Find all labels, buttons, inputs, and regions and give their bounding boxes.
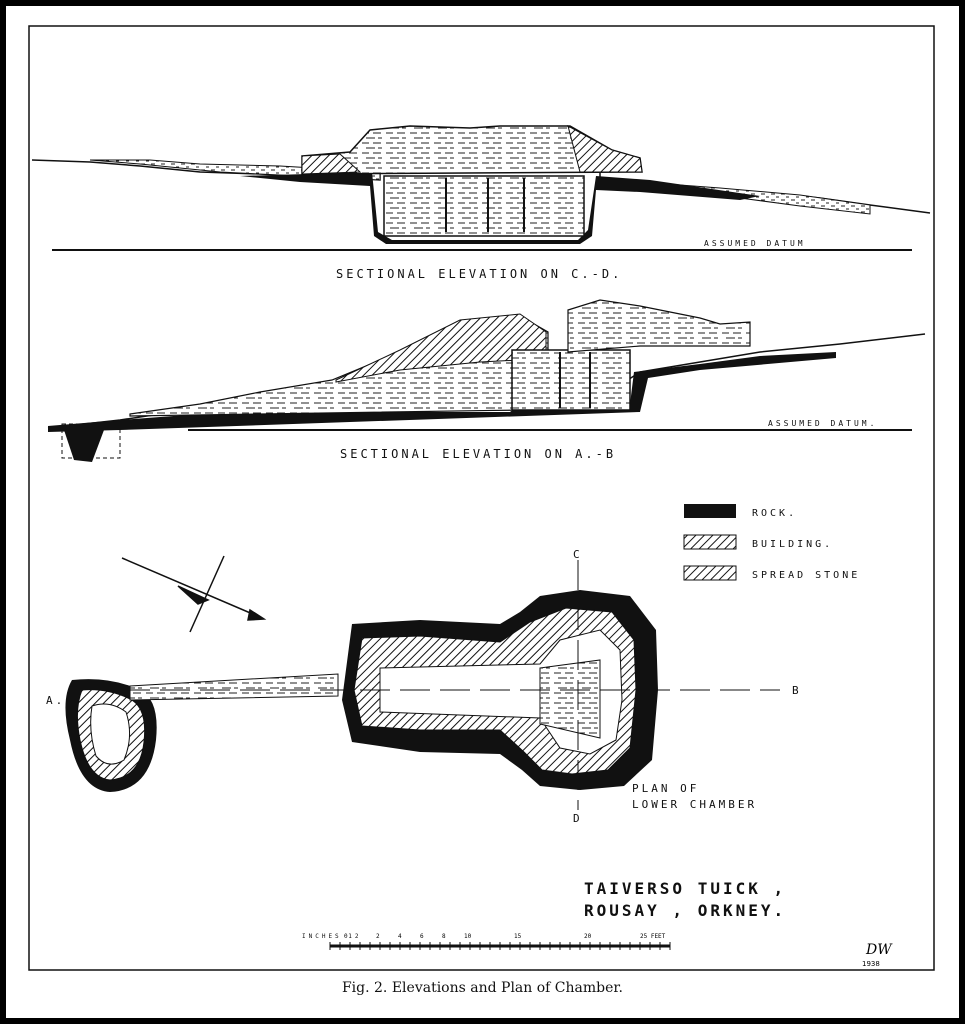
scale-label: 8 — [442, 933, 446, 940]
signature-initials: DW — [865, 942, 893, 958]
lower-chamber-walls-cd — [383, 175, 585, 237]
section-ab-title: SECTIONAL ELEVATION ON A.-B — [340, 447, 616, 461]
plan-title-line2: LOWER CHAMBER — [632, 798, 757, 811]
outer-pit-ab — [64, 430, 104, 462]
scale-ticks — [329, 942, 671, 950]
rock-cut-cd — [240, 172, 760, 244]
section-ab: ASSUMED DATUM. SECTIONAL ELEVATION ON A.… — [47, 299, 926, 462]
upper-cairn-ab — [567, 299, 751, 353]
marker-c: C — [573, 548, 583, 561]
legend-label-spread: SPREAD STONE — [752, 570, 860, 581]
marker-d: D — [573, 812, 583, 825]
scale-label: 2 — [376, 933, 380, 940]
legend-swatch-rock — [684, 504, 736, 518]
scale-label: 15 — [514, 933, 522, 940]
section-cd-title: SECTIONAL ELEVATION ON C.-D. — [336, 267, 622, 281]
marker-b: B — [792, 684, 802, 697]
plan-lower-chamber: A. B C D PLAN OF LOWER CHAMBER — [46, 548, 802, 825]
legend-label-rock: ROCK. — [752, 508, 797, 519]
section-cd: ASSUMED DATUM SECTIONAL ELEVATION ON C.-… — [31, 125, 931, 281]
scale-label: 4 — [398, 933, 402, 940]
figure-caption: Fig. 2. Elevations and Plan of Chamber. — [341, 980, 624, 996]
plan-title-line1: PLAN OF — [632, 782, 699, 795]
outer-cell-interior — [90, 703, 130, 765]
legend-swatch-building — [683, 534, 737, 550]
scale-label: 6 — [420, 933, 424, 940]
marker-a: A. — [46, 694, 65, 707]
scale-labels: 0 2 4 6 8 10 15 20 25 FEET — [344, 933, 666, 940]
rock-ab — [48, 352, 836, 432]
scale-label: 20 — [584, 933, 592, 940]
legend: ROCK. BUILDING. SPREAD STONE — [683, 504, 860, 581]
signature-year: 1938 — [862, 960, 880, 968]
scale-label: 25 FEET — [640, 933, 666, 940]
passage-stones — [129, 673, 339, 701]
building-right-cd — [567, 125, 643, 173]
legend-label-building: BUILDING. — [752, 539, 833, 550]
datum-label-cd: ASSUMED DATUM — [704, 239, 806, 248]
building-left-cd — [301, 153, 362, 175]
scale-bar: INCHES 12 0 2 4 6 8 10 15 20 25 FEET — [302, 933, 671, 950]
chamber-floor-slabs — [539, 659, 601, 739]
scale-label: 10 — [464, 933, 472, 940]
north-arrow-icon — [121, 555, 267, 633]
inner-frame — [28, 25, 935, 971]
outer-pit-outline — [61, 423, 121, 459]
scale-label: 0 — [344, 933, 348, 940]
site-title-line2: ROUSAY , ORKNEY. — [584, 901, 786, 920]
scale-prefix: INCHES 12 — [302, 933, 362, 940]
chamber-ab — [511, 349, 631, 411]
datum-label-ab: ASSUMED DATUM. — [768, 419, 877, 428]
site-title-line1: TAIVERSO TUICK , — [584, 879, 786, 898]
legend-swatch-spread — [683, 565, 737, 581]
